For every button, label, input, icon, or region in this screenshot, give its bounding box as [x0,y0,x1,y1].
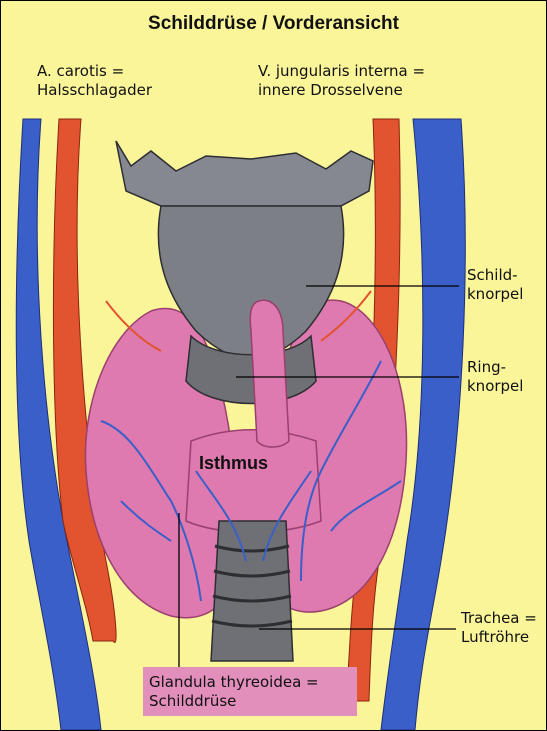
label-glandula-box: Glandula thyreoidea = Schilddrüse [143,667,357,716]
diagram-title: Schilddrüse / Vorderansicht [1,13,546,35]
label-ringknorpel: Ring- knorpel [467,358,523,396]
label-trachea: Trachea = Luftröhre [461,609,537,647]
label-glandula: Glandula thyreoidea = Schilddrüse [149,673,319,711]
trachea [211,521,293,661]
label-carotis: A. carotis = Halsschlagader [37,62,152,100]
label-schildknorpel: Schild- knorpel [467,266,523,304]
label-isthmus: Isthmus [199,453,268,474]
label-jugularis: V. jungularis interna = innere Drosselve… [258,62,425,100]
larynx-top [116,141,373,206]
thyroid-isthmus [186,430,321,533]
